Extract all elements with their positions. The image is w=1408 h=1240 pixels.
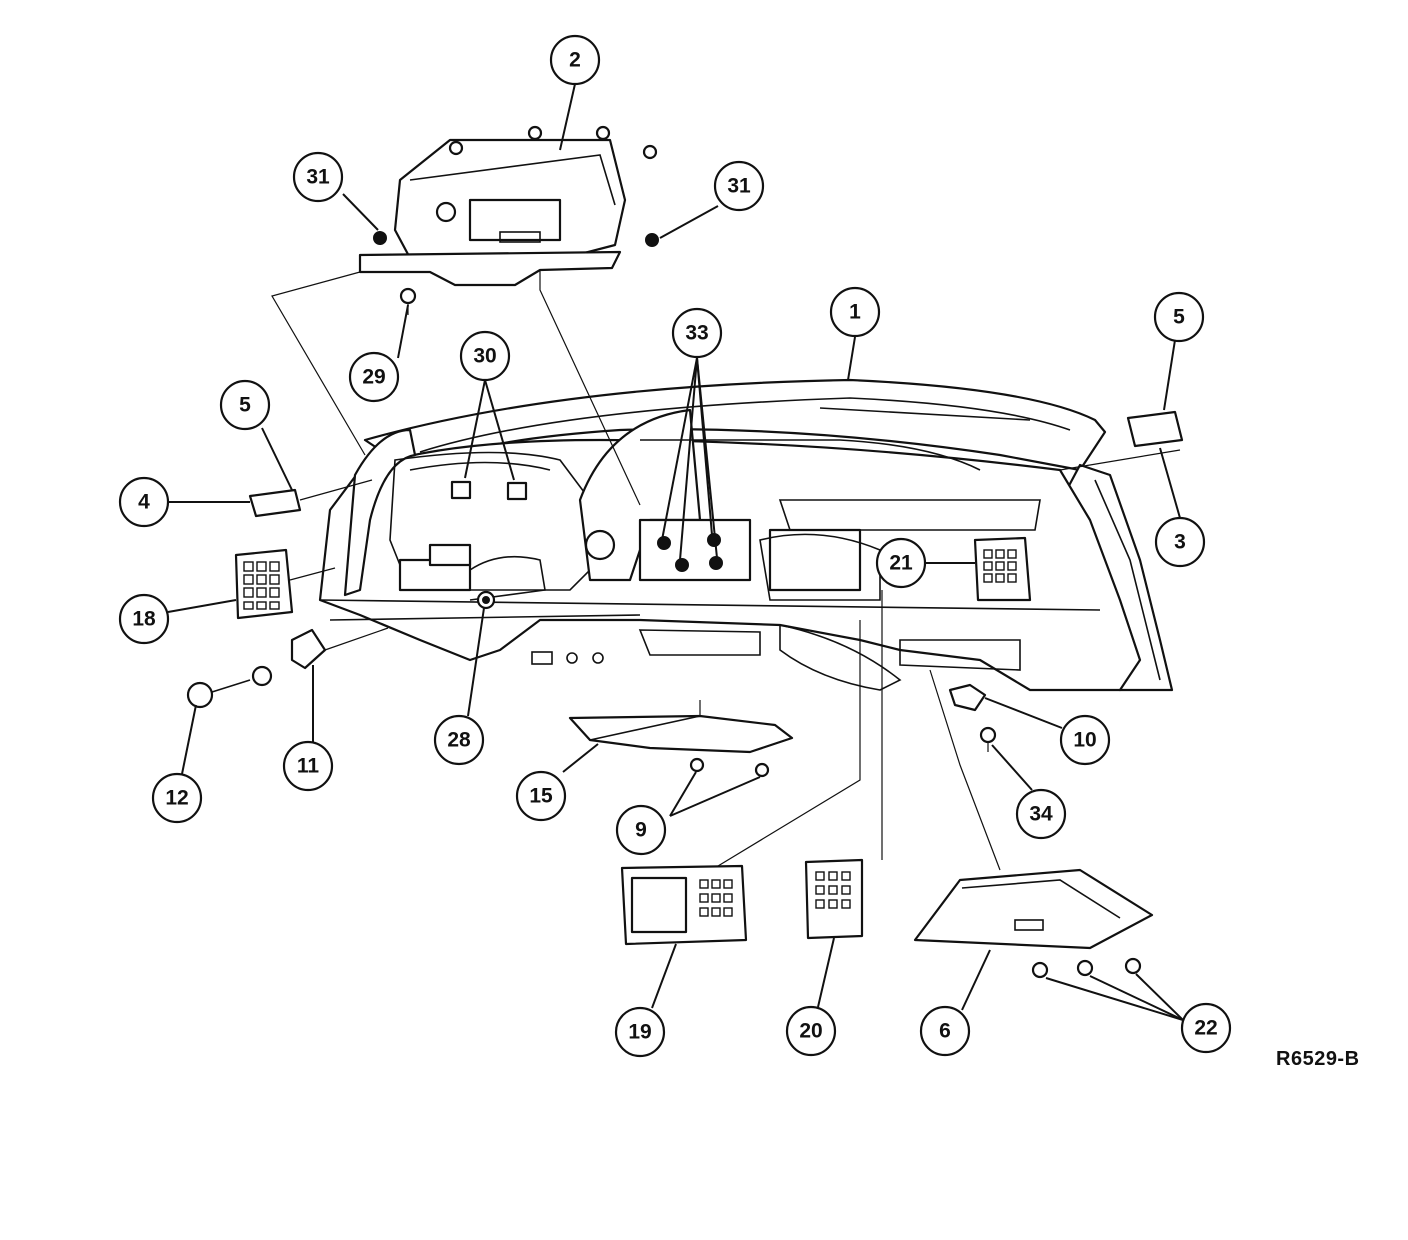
leader-lines <box>167 83 1184 1021</box>
callout-9: 9 <box>615 804 667 856</box>
callout-label: 20 <box>799 1020 822 1043</box>
callout-34: 34 <box>1015 788 1067 840</box>
left-vent-grille <box>234 548 294 620</box>
callout-label: 34 <box>1029 803 1053 826</box>
callout-label: 2 <box>569 49 581 72</box>
callout-label: 18 <box>132 608 156 631</box>
callout-label: 4 <box>138 491 150 514</box>
callout-22: 22 <box>1180 1002 1232 1054</box>
callout-label: 19 <box>628 1021 651 1044</box>
callout-33: 33 <box>671 307 723 359</box>
callout-10: 10 <box>1059 714 1111 766</box>
callout-label: 21 <box>889 552 913 575</box>
callout-label: 12 <box>165 787 188 810</box>
callout-label: 31 <box>306 166 330 189</box>
callout-label: 5 <box>1173 306 1185 329</box>
callout-18: 18 <box>118 593 170 645</box>
callout-label: 9 <box>635 819 647 842</box>
right-vent-grille <box>973 536 1032 602</box>
callout-5-right: 5 <box>1153 291 1205 343</box>
callout-label: 11 <box>297 755 320 778</box>
callout-4: 4 <box>118 476 170 528</box>
switch-knob <box>186 665 273 709</box>
callout-label: 6 <box>939 1020 951 1043</box>
left-demister-grille <box>248 488 302 518</box>
callout-label: 22 <box>1194 1017 1217 1040</box>
callout-label: 5 <box>239 394 251 417</box>
callout-label: 29 <box>362 366 385 389</box>
callout-1: 1 <box>829 286 881 338</box>
callout-label: 31 <box>727 175 751 198</box>
callout-31-left: 31 <box>292 151 344 203</box>
callout-label: 15 <box>529 785 553 808</box>
callout-28: 28 <box>433 714 485 766</box>
callout-21: 21 <box>875 537 927 589</box>
callout-2: 2 <box>549 34 601 86</box>
figure-reference-code: R6529-B <box>1276 1048 1360 1070</box>
callout-31-right: 31 <box>713 160 765 212</box>
callout-15: 15 <box>515 770 567 822</box>
callout-label: 28 <box>447 729 471 752</box>
callout-29: 29 <box>348 351 400 403</box>
steering-column-cover <box>568 714 794 778</box>
callout-6: 6 <box>919 1005 971 1057</box>
assembly-lines <box>271 270 1181 871</box>
callout-30: 30 <box>459 330 511 382</box>
callout-12: 12 <box>151 772 203 824</box>
callout-label: 3 <box>1174 531 1186 554</box>
center-bezel <box>620 864 748 946</box>
instrument-panel <box>318 378 1174 752</box>
callout-11: 11 <box>282 740 334 792</box>
callout-5-left: 5 <box>219 379 271 431</box>
callout-3: 3 <box>1154 516 1206 568</box>
callout-20: 20 <box>785 1005 837 1057</box>
right-demister-grille <box>1126 410 1184 448</box>
lower-trim-panel <box>913 868 1154 979</box>
callout-label: 10 <box>1073 729 1096 752</box>
callout-label: 1 <box>849 301 861 324</box>
callout-label: 33 <box>685 322 708 345</box>
center-vent-grille <box>804 858 864 940</box>
callout-19: 19 <box>614 1006 666 1058</box>
callout-label: 30 <box>473 345 496 368</box>
instrument-panel-bracket <box>358 125 659 315</box>
headlamp-switch <box>290 628 327 670</box>
